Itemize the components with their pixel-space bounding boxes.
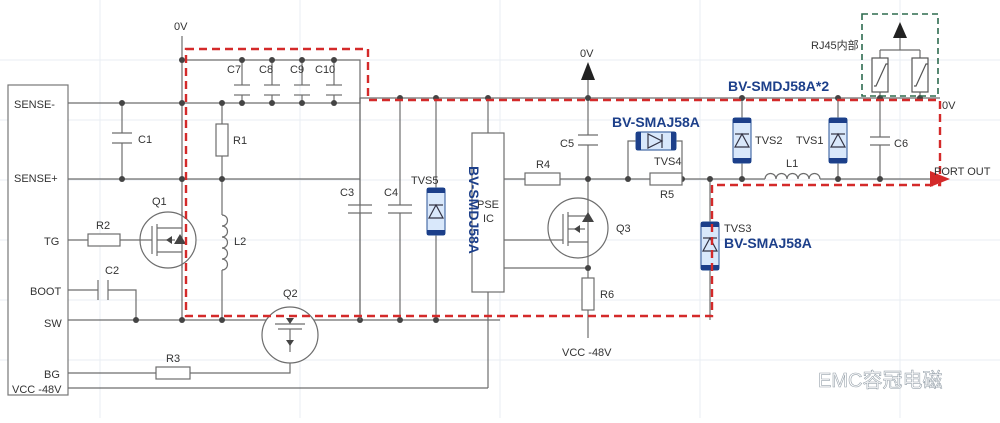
label-q2: Q2 (283, 288, 298, 300)
capacitor-c4 (388, 204, 412, 214)
pse-ic-label-line2: IC (483, 213, 494, 225)
label-c4: C4 (384, 187, 398, 199)
capacitor-c5 (578, 134, 598, 146)
watermark-text: EMC容冠电磁 (818, 369, 942, 392)
zero-v-right-label: 0V (942, 100, 956, 112)
label-c5: C5 (560, 138, 574, 150)
capacitor-bank-c7-c10 (234, 84, 342, 96)
resistor-r4 (524, 172, 561, 186)
resistor-r1 (215, 123, 229, 157)
resistor-r2 (87, 233, 121, 247)
label-r3: R3 (166, 353, 180, 365)
label-l2: L2 (234, 236, 246, 248)
rj45-label: RJ45内部 (811, 38, 859, 52)
ground-arrow-icon (581, 62, 595, 80)
vcc-bottom-label: VCC -48V (562, 347, 612, 359)
pse-ic-label-line1: PSE (477, 199, 499, 211)
label-tvs4: TVS4 (654, 156, 682, 168)
mosfet-q1 (139, 211, 197, 269)
label-l1: L1 (786, 158, 798, 170)
label-r6: R6 (600, 289, 614, 301)
ground-arrow-icon (893, 22, 907, 38)
mosfet-q3 (547, 197, 609, 259)
pin-sense-plus: SENSE+ (14, 173, 58, 185)
tvs-diode-tvs2 (732, 117, 752, 164)
resistor-r3 (155, 366, 191, 380)
label-tvs1: TVS1 (796, 135, 824, 147)
tvs-diode-tvs5 (426, 187, 446, 236)
tvs-diode-tvs1 (828, 117, 848, 164)
port-out-label: PORT OUT (934, 166, 991, 178)
label-tvs2: TVS2 (755, 135, 783, 147)
label-c6: C6 (894, 138, 908, 150)
callout-smdj58a-pair: BV-SMDJ58A*2 (728, 78, 829, 94)
label-q1: Q1 (152, 196, 167, 208)
capacitor-c2 (97, 280, 109, 300)
label-q3: Q3 (616, 223, 631, 235)
label-c7: C7 (227, 64, 241, 76)
rj45-zone-outline (861, 13, 939, 97)
zero-v-mid-label: 0V (580, 48, 594, 60)
pin-sw: SW (44, 318, 62, 330)
label-c2: C2 (105, 265, 119, 277)
zero-v-top-label: 0V (174, 21, 188, 33)
pin-boot: BOOT (30, 286, 61, 298)
inductor-l2 (221, 214, 229, 271)
tvs-diode-tvs3 (700, 221, 720, 271)
label-r2: R2 (96, 220, 110, 232)
resistor-r6 (581, 277, 595, 311)
label-tvs5: TVS5 (411, 175, 439, 187)
label-c1: C1 (138, 134, 152, 146)
capacitor-c3 (348, 204, 372, 320)
protection-zone-outline (184, 47, 942, 318)
tvs-diode-tvs4 (635, 131, 677, 151)
wechat-icon (779, 364, 816, 396)
label-r5: R5 (660, 189, 674, 201)
mosfet-q2 (261, 306, 319, 364)
pin-tg: TG (44, 236, 59, 248)
callout-smaj58a-right: BV-SMAJ58A (724, 235, 812, 251)
label-tvs3: TVS3 (724, 223, 752, 235)
connector-pins: SENSE- SENSE+ TG BOOT SW BG VCC -48V (12, 99, 62, 396)
pin-vcc: VCC -48V (12, 384, 62, 396)
connector-box (7, 84, 69, 396)
label-r1: R1 (233, 135, 247, 147)
pin-sense-minus: SENSE- (14, 99, 55, 111)
pse-ic-box (471, 132, 505, 293)
resistor-r5 (649, 172, 683, 186)
watermark: EMC容冠电磁 (779, 364, 943, 396)
label-c8: C8 (259, 64, 273, 76)
capacitor-c1 (112, 132, 132, 144)
label-c10: C10 (315, 64, 335, 76)
junction-dots (119, 57, 923, 323)
capacitor-c6 (870, 136, 890, 146)
pin-bg: BG (44, 369, 60, 381)
label-r4: R4 (536, 159, 550, 171)
label-c9: C9 (290, 64, 304, 76)
callout-smdj58a-vertical: BV-SMDJ58A (466, 166, 482, 254)
rj45-tvs-pair (871, 57, 929, 93)
inductor-l1 (764, 172, 821, 180)
label-c3: C3 (340, 187, 354, 199)
callout-smaj58a-top: BV-SMAJ58A (612, 114, 700, 130)
